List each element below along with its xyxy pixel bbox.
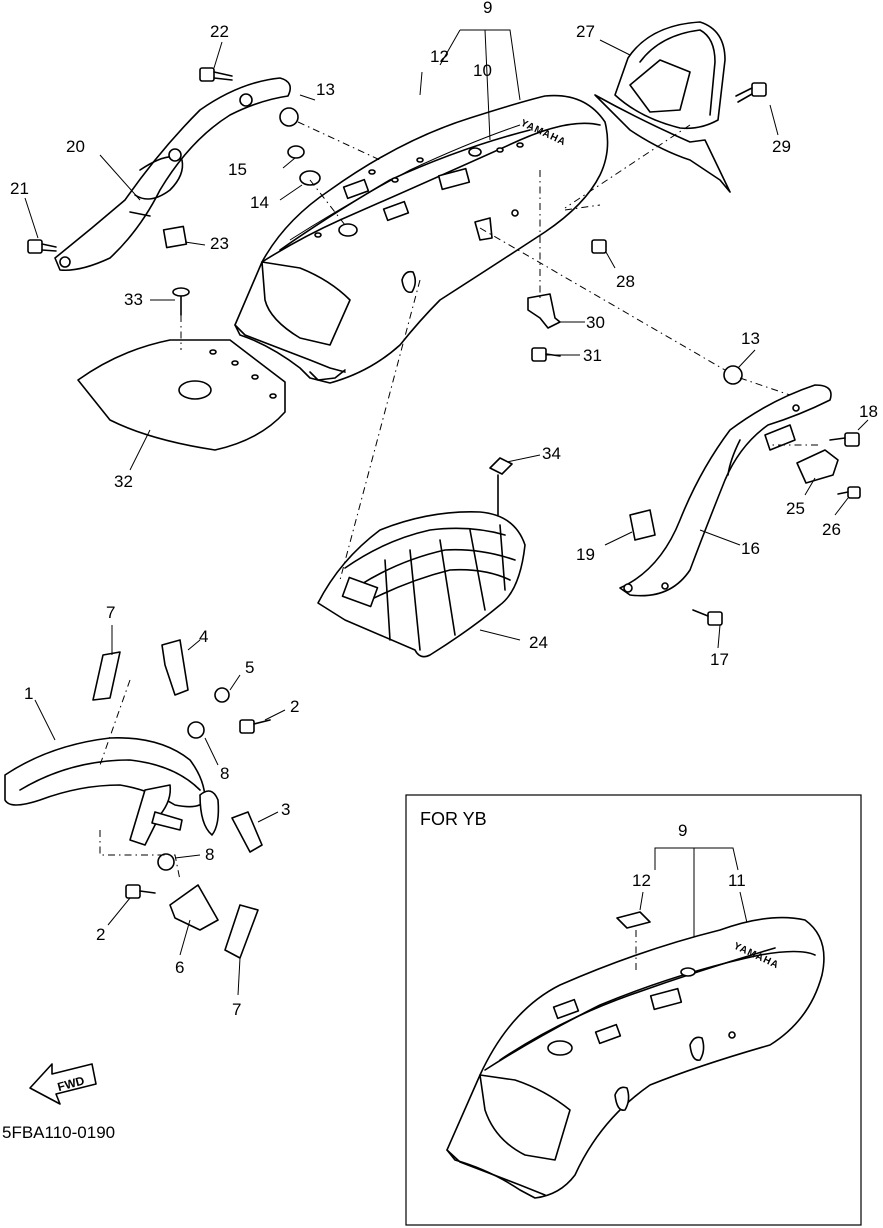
callout-10: 10 <box>473 61 492 80</box>
callout-numbers: 9 10 12 13 15 14 20 22 21 23 33 32 27 29… <box>10 0 878 1019</box>
grommet-14 <box>299 170 321 186</box>
right-grab-handle <box>619 384 832 597</box>
screw-33 <box>172 287 190 316</box>
callout-12: 12 <box>430 47 449 66</box>
callout-25: 25 <box>786 499 805 518</box>
pad-19 <box>629 509 656 541</box>
bolt-29 <box>735 82 767 103</box>
callout-22: 22 <box>210 22 229 41</box>
inner-mudguard <box>317 511 526 658</box>
tail-light <box>594 21 731 193</box>
callout-14: 14 <box>250 193 269 212</box>
callout-18: 18 <box>859 402 878 421</box>
callout-1: 1 <box>24 684 33 703</box>
callout-16: 16 <box>741 539 760 558</box>
fwd-arrow-icon: FWD <box>29 1063 97 1105</box>
bracket-4 <box>161 639 189 696</box>
callout-21: 21 <box>10 179 29 198</box>
mud-flap-plate <box>77 339 286 451</box>
inset-callout-9: 9 <box>678 821 687 840</box>
callout-9: 9 <box>483 0 492 17</box>
grommet-13-top <box>279 107 299 127</box>
callout-31: 31 <box>583 346 602 365</box>
callout-32: 32 <box>114 472 133 491</box>
callout-2-top: 2 <box>290 697 299 716</box>
callout-34: 34 <box>542 444 561 463</box>
pad-23 <box>162 225 188 249</box>
callout-8-lower: 8 <box>205 845 214 864</box>
rear-fender: YAMAHA <box>234 94 609 384</box>
inset-title: FOR YB <box>420 809 487 829</box>
collar-15 <box>287 145 305 159</box>
left-grab-handle <box>54 77 291 272</box>
callout-26: 26 <box>822 520 841 539</box>
callout-28: 28 <box>616 272 635 291</box>
callout-7-lower: 7 <box>232 1000 241 1019</box>
nut-28 <box>591 239 607 254</box>
bolt-21 <box>27 239 57 254</box>
callout-30: 30 <box>586 313 605 332</box>
callout-2-lower: 2 <box>96 925 105 944</box>
callout-6: 6 <box>175 958 184 977</box>
callout-8-top: 8 <box>220 764 229 783</box>
inset-callout-11: 11 <box>728 871 746 890</box>
grommet-13-right <box>723 365 743 385</box>
bolt-17 <box>692 609 723 626</box>
callout-7-top: 7 <box>106 603 115 622</box>
bracket-30 <box>527 293 561 329</box>
bracket-25 <box>796 449 839 484</box>
part-code: 5FBA110-0190 <box>2 1123 115 1142</box>
callout-23: 23 <box>210 234 229 253</box>
leader-lines <box>24 29 869 996</box>
callout-33: 33 <box>124 290 143 309</box>
inset-for-yb: FOR YB 9 12 11 YAMAHA <box>405 794 862 1226</box>
reflector-3 <box>231 811 263 853</box>
callout-3: 3 <box>281 800 290 819</box>
callout-4: 4 <box>199 627 208 646</box>
bolt-22 <box>199 67 233 82</box>
callout-29: 29 <box>772 137 791 156</box>
callout-20: 20 <box>66 137 85 156</box>
inset-callout-12: 12 <box>632 871 651 890</box>
callout-27: 27 <box>576 22 595 41</box>
clip-34 <box>489 457 513 516</box>
fwd-label: FWD <box>56 1073 86 1094</box>
bracket-6 <box>169 884 219 931</box>
bolt-26 <box>837 486 861 499</box>
callout-24: 24 <box>529 633 548 652</box>
callout-13-top: 13 <box>316 80 335 99</box>
reflector-7-top <box>92 651 121 701</box>
reflector-7-lower <box>224 904 259 959</box>
callout-13-right: 13 <box>741 329 760 348</box>
bolt-2-lower <box>125 884 156 899</box>
nut-8-top <box>187 721 205 739</box>
washer-5 <box>214 687 230 703</box>
callout-15: 15 <box>228 160 247 179</box>
callout-5: 5 <box>245 658 254 677</box>
front-fender <box>4 737 220 846</box>
bolt-2-top <box>239 719 271 734</box>
bolt-18 <box>829 432 860 447</box>
callout-17: 17 <box>710 650 729 669</box>
nut-8-lower <box>157 853 175 871</box>
callout-19: 19 <box>576 545 595 564</box>
assembly-lines <box>99 121 818 881</box>
